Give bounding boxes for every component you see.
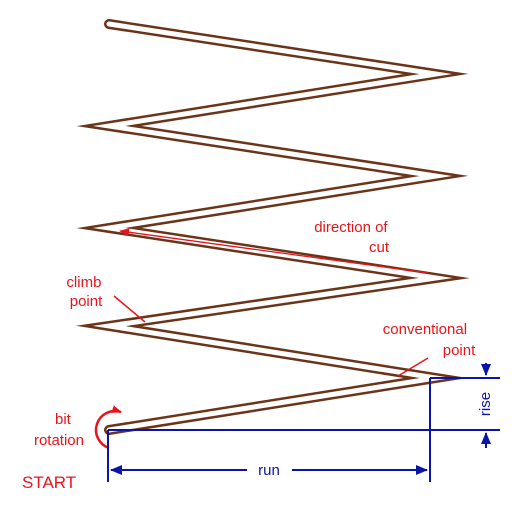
bit-rotation-arc xyxy=(94,405,122,450)
climb-point-leader xyxy=(113,295,146,323)
run-dimension xyxy=(107,378,431,482)
rise-label: rise xyxy=(477,392,494,416)
conventional-point-label: conventional point xyxy=(383,321,476,359)
climb-point-label: climb point xyxy=(66,274,105,310)
direction-of-cut-arrow xyxy=(119,228,429,274)
zigzag-toolpath xyxy=(75,19,470,435)
direction-of-cut-label: direction of cut xyxy=(314,219,392,256)
conventional-point-leader xyxy=(397,357,429,377)
bit-rotation-label: bit rotation xyxy=(34,411,84,449)
start-label: START xyxy=(22,473,76,492)
run-label: run xyxy=(258,462,280,479)
rise-dimension xyxy=(108,363,500,448)
